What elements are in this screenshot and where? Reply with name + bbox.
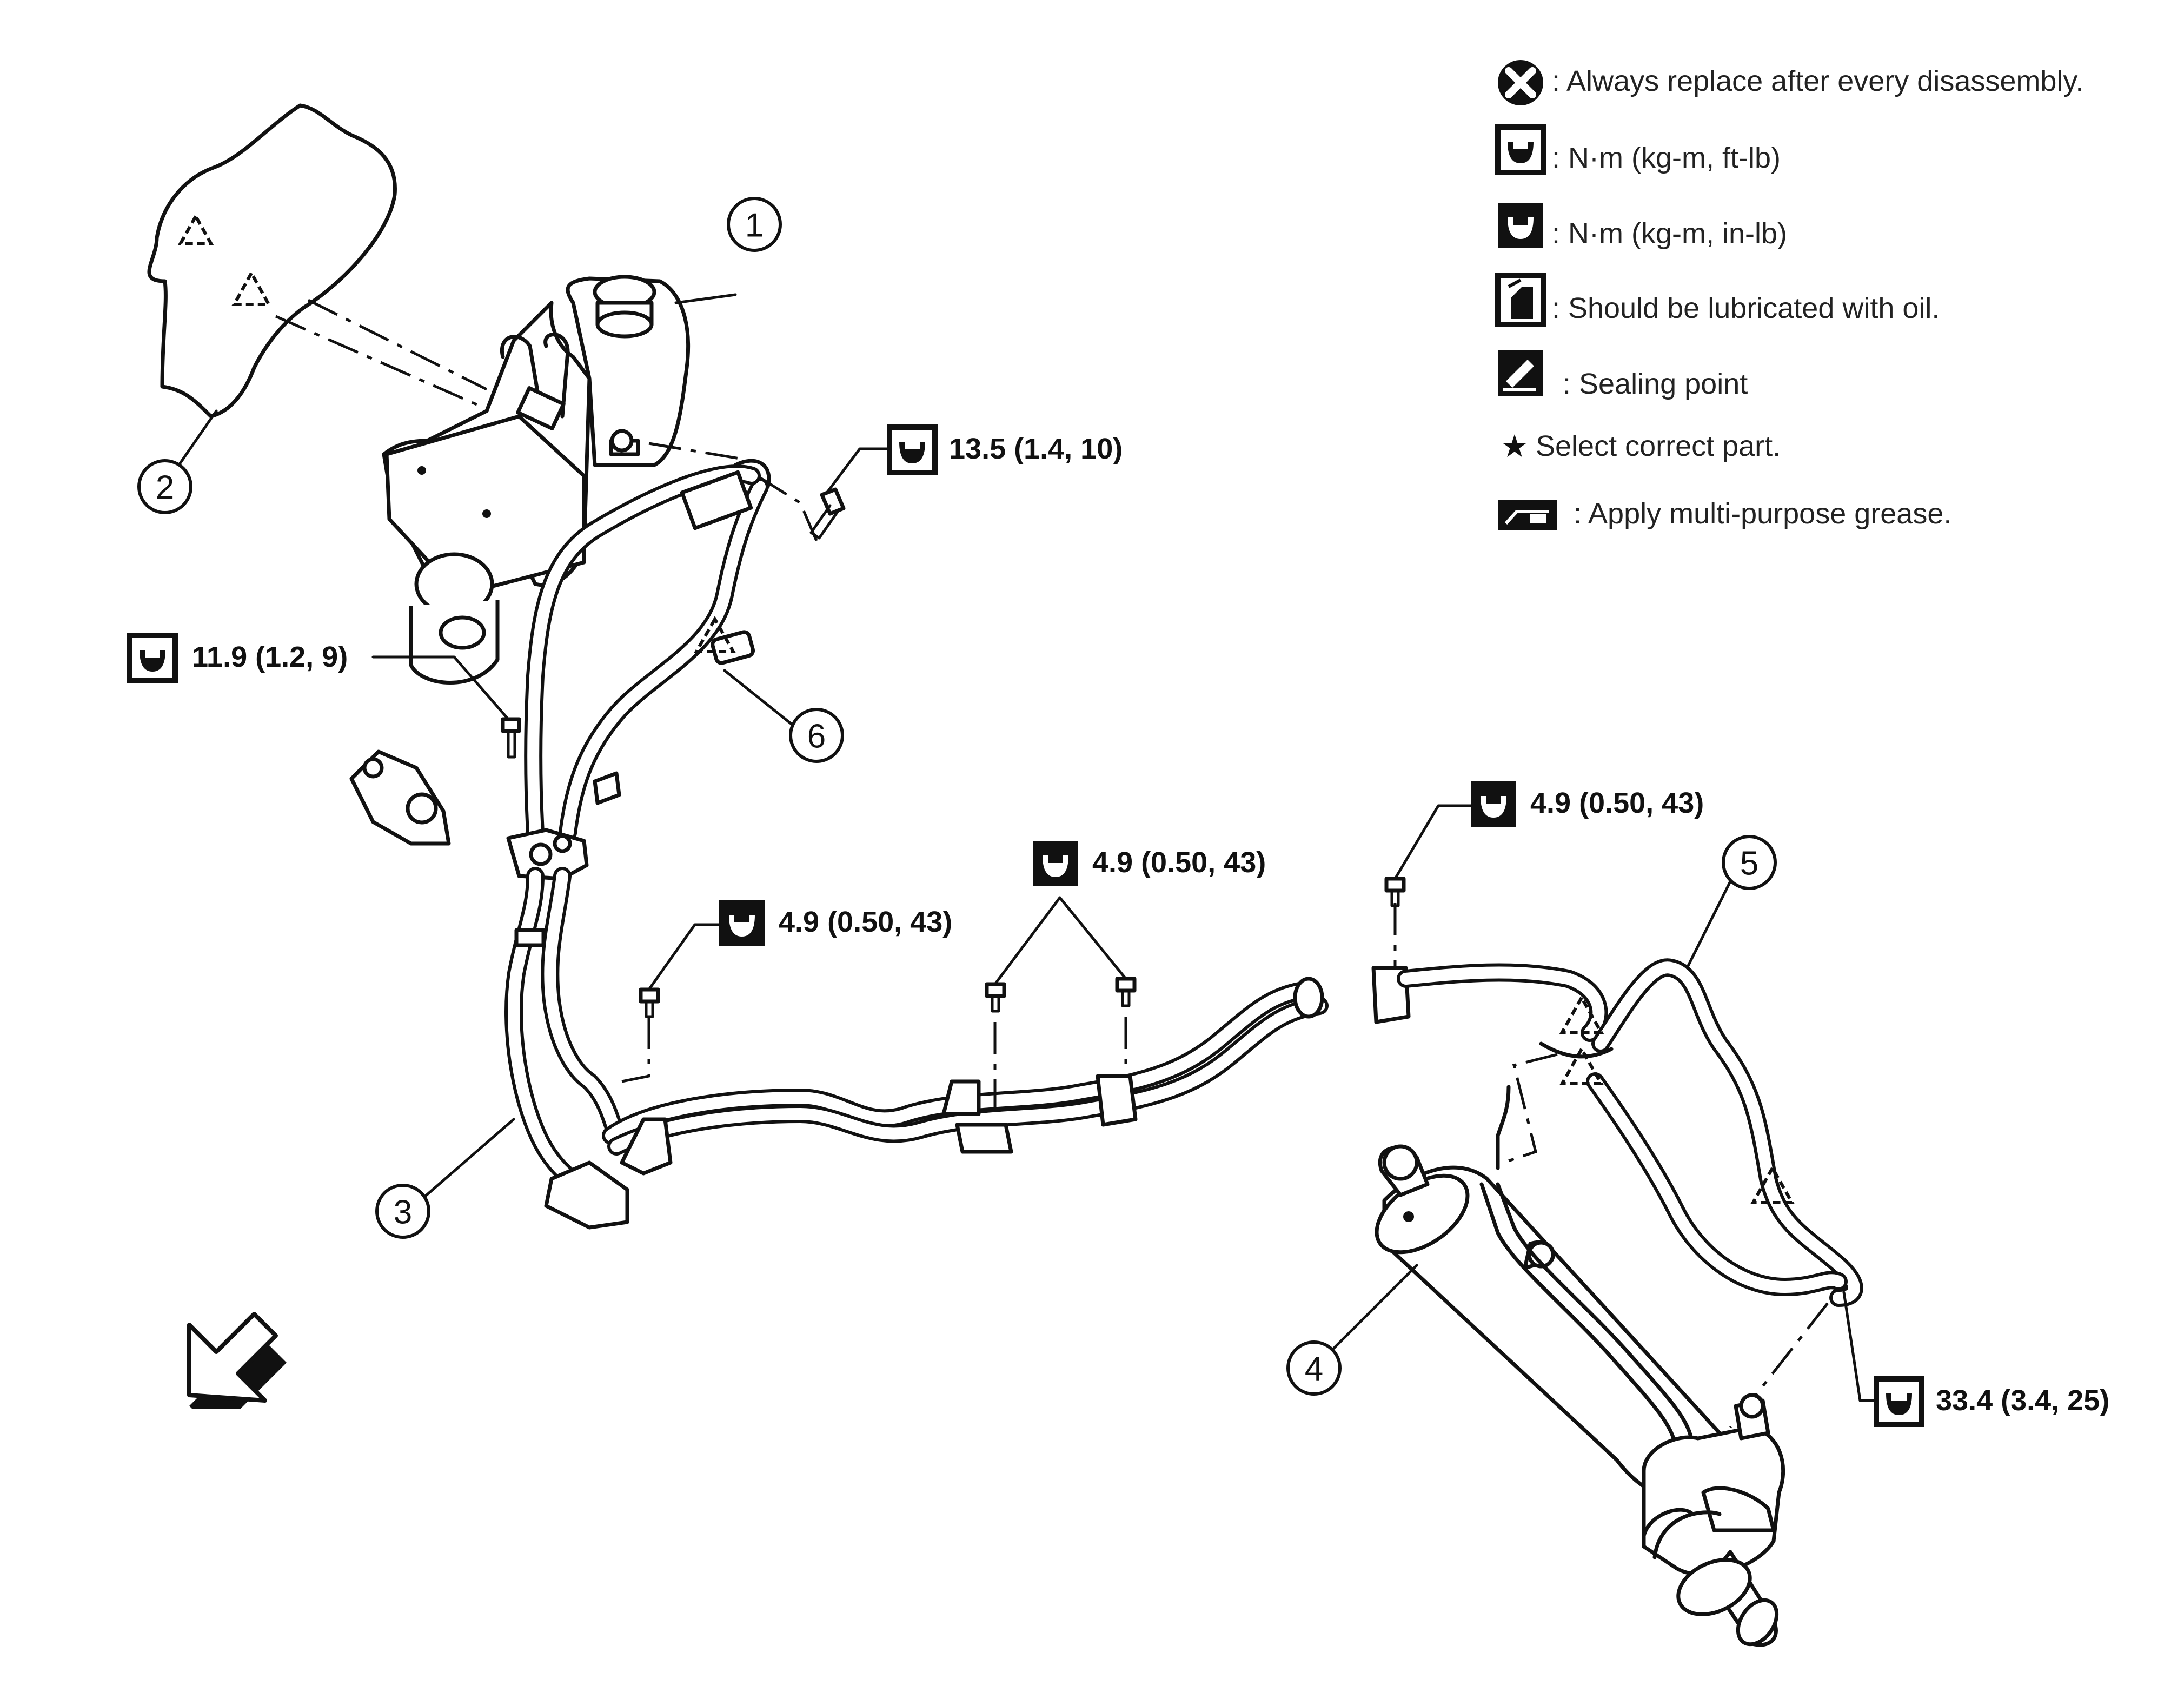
torque-spec-4-9-left: 4.9 (0.50, 43): [719, 900, 952, 946]
torque-spec-11-9: 11.9 (1.2, 9): [127, 633, 348, 683]
sealing-point-icon: [1498, 350, 1543, 396]
legend-text-torque-inlb: : N·m (kg-m, in-lb): [1552, 217, 1787, 250]
callout-2: 2: [137, 459, 192, 514]
torque-spec-4-9-right: 4.9 (0.50, 43): [1471, 781, 1704, 827]
sealing-mark-1: [177, 213, 214, 245]
bolt-4-9-d: [1384, 877, 1406, 907]
torque-spec-13-5: 13.5 (1.4, 10): [887, 424, 1123, 475]
torque-value-4-9-right: 4.9 (0.50, 43): [1530, 787, 1704, 819]
callout-4-label: 4: [1305, 1351, 1323, 1388]
star-icon: ★: [1501, 428, 1529, 464]
legend: : Always replace after every disassembly…: [1495, 60, 2083, 530]
legend-text-sealing: : Sealing point: [1563, 368, 1748, 400]
torque-value-4-9-left: 4.9 (0.50, 43): [779, 906, 952, 938]
bolt-4-9-a: [639, 987, 660, 1018]
torque-inlb-icon: [1033, 841, 1078, 886]
legend-text-replace: : Always replace after every disassembly…: [1552, 65, 2083, 97]
callout-6: 6: [789, 708, 844, 763]
legend-text-select-part: Select correct part.: [1536, 430, 1781, 462]
torque-ftlb-icon: [127, 633, 178, 683]
grease-icon: [1498, 500, 1557, 530]
legend-text-lubricate: : Should be lubricated with oil.: [1552, 292, 1940, 324]
torque-inlb-icon: [1471, 781, 1516, 827]
torque-value-13-5: 13.5 (1.4, 10): [949, 433, 1123, 465]
torque-spec-4-9-middle: 4.9 (0.50, 43): [1033, 841, 1266, 886]
pump-reservoir-assembly: [349, 275, 690, 846]
callout-4: 4: [1286, 1340, 1342, 1396]
legend-text-torque-ftlb: : N·m (kg-m, ft-lb): [1552, 142, 1781, 174]
sealing-mark-6: [1750, 1164, 1795, 1204]
bolt-13-5: [809, 487, 846, 540]
callout-2-label: 2: [156, 469, 174, 507]
torque-inlb-icon: [719, 900, 765, 946]
torque-inlb-icon: [1498, 203, 1543, 248]
dash-panel: [147, 103, 542, 434]
callout-1-label: 1: [745, 207, 764, 244]
hoses: [504, 442, 1863, 1429]
callout-5-label: 5: [1740, 845, 1758, 882]
torque-value-33-4: 33.4 (3.4, 25): [1936, 1384, 2109, 1417]
bolt-4-9-c: [1115, 977, 1137, 1007]
torque-spec-33-4: 33.4 (3.4, 25): [1874, 1376, 2109, 1427]
callout-6-label: 6: [807, 718, 826, 755]
torque-ftlb-icon: [1495, 124, 1546, 175]
steering-gear: [1375, 1085, 1785, 1647]
oil-can-icon: [1495, 273, 1546, 327]
callout-3: 3: [375, 1184, 430, 1239]
callout-1: 1: [727, 197, 782, 252]
legend-text-grease: : Apply multi-purpose grease.: [1574, 497, 1951, 530]
bolts: [501, 487, 1406, 1018]
sealing-mark-4: [1559, 994, 1604, 1034]
torque-ftlb-icon: [887, 424, 938, 475]
sealing-mark-5: [1559, 1045, 1604, 1085]
torque-value-11-9: 11.9 (1.2, 9): [192, 641, 348, 673]
torque-ftlb-icon: [1874, 1376, 1924, 1427]
front-direction-arrow-icon: [187, 1312, 287, 1433]
replace-x-icon: [1498, 60, 1543, 105]
sealing-mark-2: [231, 269, 272, 306]
bolt-4-9-b: [985, 982, 1006, 1013]
bolt-11-9: [501, 717, 521, 759]
callout-3-label: 3: [394, 1194, 412, 1231]
sealing-mark-3: [693, 615, 736, 653]
torque-value-4-9-middle: 4.9 (0.50, 43): [1092, 846, 1266, 879]
callout-5: 5: [1722, 835, 1777, 890]
